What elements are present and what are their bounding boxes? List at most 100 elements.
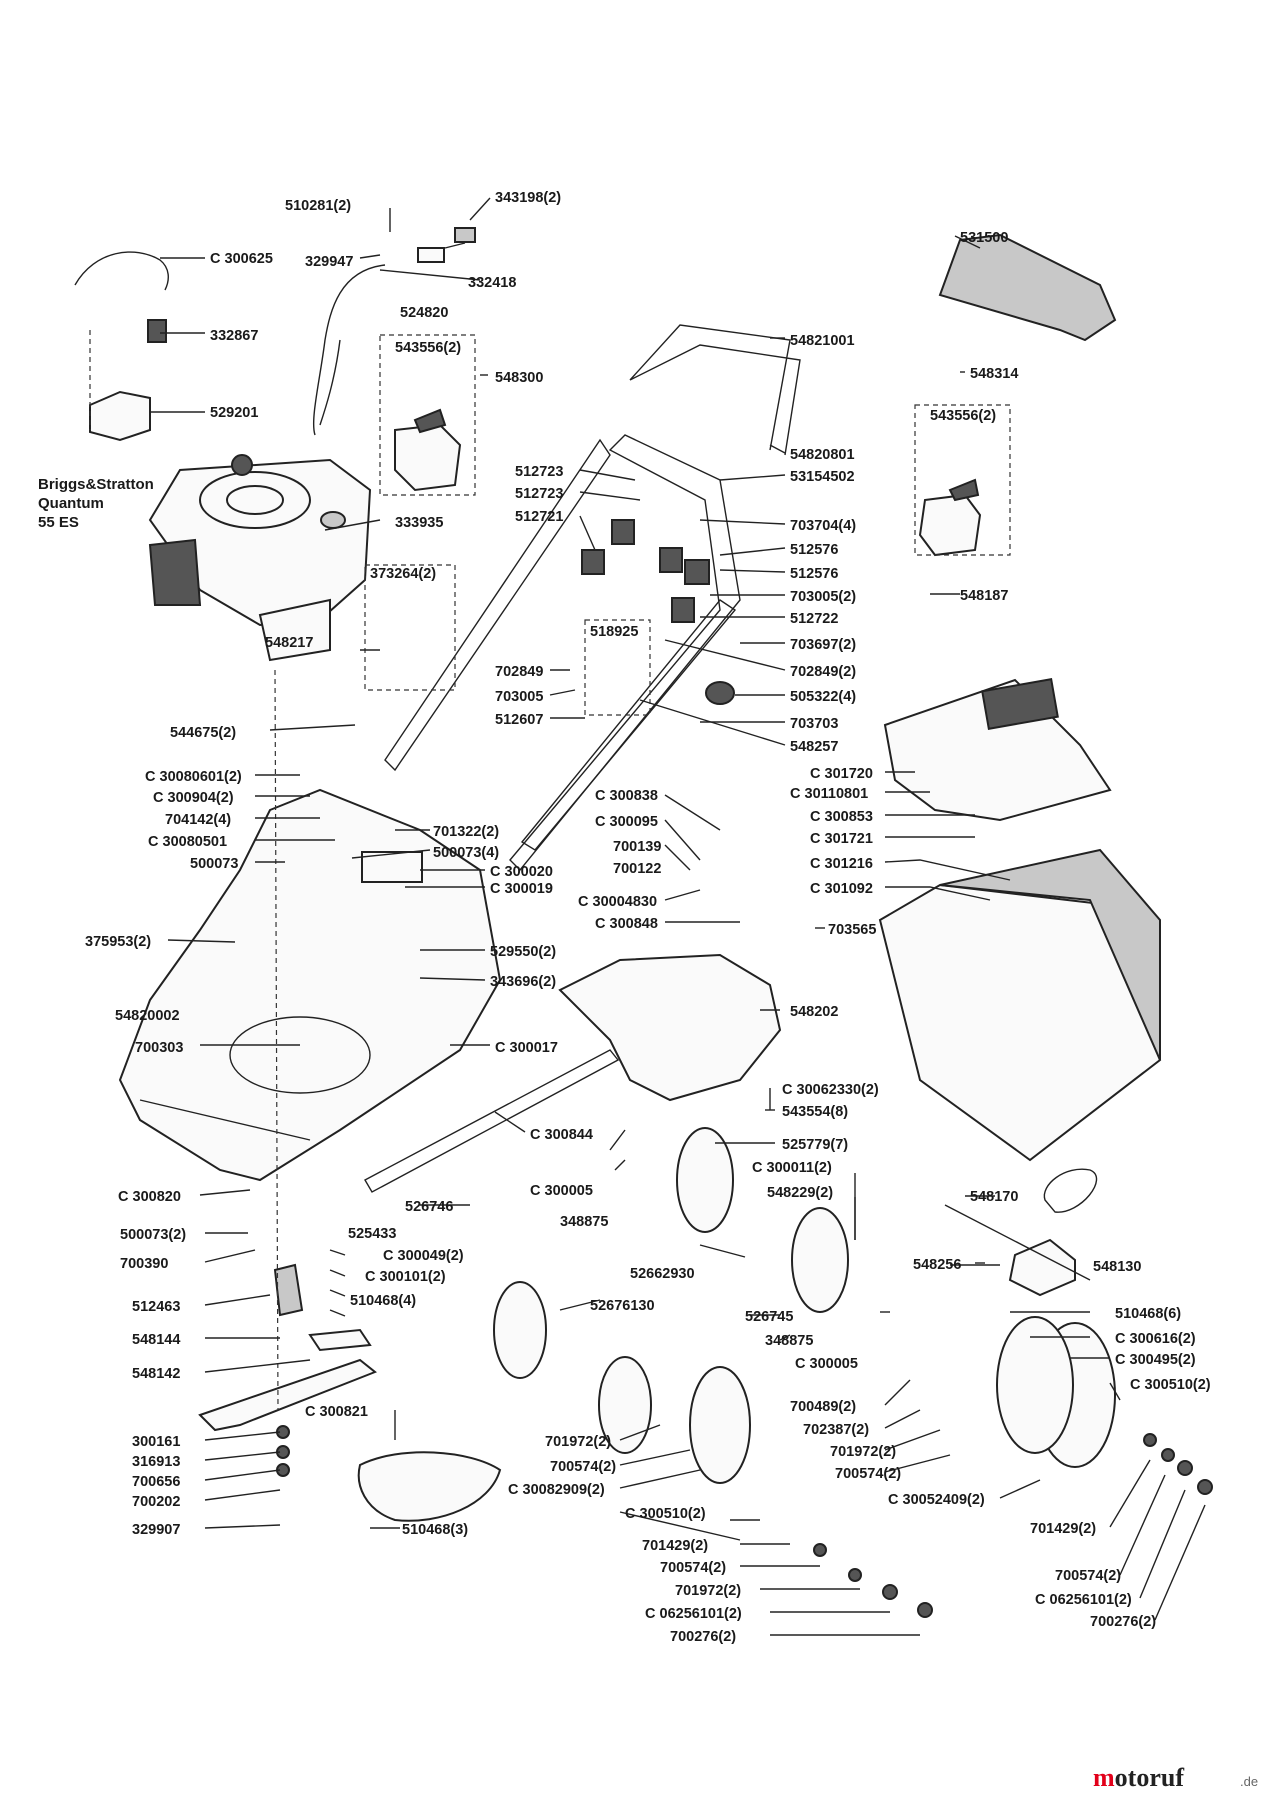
part-label: 702849 bbox=[495, 664, 543, 680]
part-label: C 300095 bbox=[595, 814, 658, 830]
part-label: 700656 bbox=[132, 1474, 180, 1490]
part-label: 316913 bbox=[132, 1454, 180, 1470]
part-label: 544675(2) bbox=[170, 725, 236, 741]
part-label: 701972(2) bbox=[675, 1583, 741, 1599]
part-label: 526746 bbox=[405, 1199, 453, 1215]
part-label: 525779(7) bbox=[782, 1137, 848, 1153]
part-label: 703703 bbox=[790, 716, 838, 732]
part-label: C 300844 bbox=[530, 1127, 593, 1143]
upper-handle-bar-drawing bbox=[629, 324, 801, 456]
part-label: 512576 bbox=[790, 566, 838, 582]
drive-belt-drawing bbox=[1043, 1168, 1098, 1213]
part-label: C 06256101(2) bbox=[645, 1606, 742, 1622]
handle-frame-drawing bbox=[509, 434, 741, 872]
part-label: 505322(4) bbox=[790, 689, 856, 705]
clamp-drawing bbox=[581, 549, 605, 575]
knob-drawing bbox=[705, 681, 735, 705]
washers-drawing bbox=[276, 1425, 1213, 1618]
part-label: 700574(2) bbox=[660, 1560, 726, 1576]
engine-label-line-3: 55 ES bbox=[38, 514, 79, 531]
part-label: 512722 bbox=[790, 611, 838, 627]
axle-bar-drawing bbox=[364, 1049, 620, 1193]
part-labels: 510281(2) 343198(2) C 300625 329947 3324… bbox=[85, 190, 1211, 1645]
part-label: C 300495(2) bbox=[1115, 1352, 1196, 1368]
part-label: 54820002 bbox=[115, 1008, 180, 1024]
part-label: 703005 bbox=[495, 689, 543, 705]
part-label: 704142(4) bbox=[165, 812, 231, 828]
lever-box-right-drawing bbox=[918, 493, 982, 557]
part-label: 343198(2) bbox=[495, 190, 561, 206]
part-label: 548257 bbox=[790, 739, 838, 755]
part-label: 512607 bbox=[495, 712, 543, 728]
part-label: 548202 bbox=[790, 1004, 838, 1020]
part-label: C 30062330(2) bbox=[782, 1082, 879, 1098]
part-label: C 300005 bbox=[530, 1183, 593, 1199]
cable-spring-drawing bbox=[74, 251, 169, 291]
part-label: C 300510(2) bbox=[625, 1506, 706, 1522]
part-label: 543556(2) bbox=[395, 340, 461, 356]
part-label: 548256 bbox=[913, 1257, 961, 1273]
part-label: 329947 bbox=[305, 254, 353, 270]
part-label: 701972(2) bbox=[830, 1444, 896, 1460]
part-label: 333935 bbox=[395, 515, 443, 531]
drive-hub-drawing bbox=[676, 1127, 734, 1233]
part-label: 548187 bbox=[960, 588, 1008, 604]
part-label: 343696(2) bbox=[490, 974, 556, 990]
part-label: 548142 bbox=[132, 1366, 180, 1382]
part-label: 548314 bbox=[970, 366, 1018, 382]
part-label: 512721 bbox=[515, 509, 563, 525]
front-hub-drawing bbox=[493, 1281, 547, 1379]
part-label: 548170 bbox=[970, 1189, 1018, 1205]
part-label: 54820801 bbox=[790, 447, 855, 463]
engine-label-line-1: Briggs&Stratton bbox=[38, 476, 154, 493]
engine-drawing bbox=[148, 454, 372, 662]
grass-bag-drawing bbox=[939, 848, 1161, 1061]
part-label: C 30110801 bbox=[790, 786, 868, 802]
part-label: 701429(2) bbox=[642, 1538, 708, 1554]
part-label: 548130 bbox=[1093, 1259, 1141, 1275]
part-label: 525433 bbox=[348, 1226, 396, 1242]
part-label: C 30082909(2) bbox=[508, 1482, 605, 1498]
part-label: 548300 bbox=[495, 370, 543, 386]
part-label: 373264(2) bbox=[370, 566, 436, 582]
part-label: C 30052409(2) bbox=[888, 1492, 985, 1508]
part-label: 375953(2) bbox=[85, 934, 151, 950]
part-label: 700574(2) bbox=[550, 1459, 616, 1475]
part-label: 329907 bbox=[132, 1522, 180, 1538]
leader-lines bbox=[150, 197, 1206, 1636]
part-label: 531500 bbox=[960, 230, 1008, 246]
part-label: 348875 bbox=[765, 1333, 813, 1349]
part-label: C 301216 bbox=[810, 856, 873, 872]
part-label: 548144 bbox=[132, 1332, 180, 1348]
part-label: 700202 bbox=[132, 1494, 180, 1510]
part-label: C 30080601(2) bbox=[145, 769, 242, 785]
part-label: C 300101(2) bbox=[365, 1269, 446, 1285]
part-label: 702849(2) bbox=[790, 664, 856, 680]
part-label: 332418 bbox=[468, 275, 516, 291]
part-label: 701429(2) bbox=[1030, 1521, 1096, 1537]
part-label: 548229(2) bbox=[767, 1185, 833, 1201]
engine-label-line-2: Quantum bbox=[38, 495, 104, 512]
part-label: 700574(2) bbox=[1055, 1568, 1121, 1584]
part-label: 500073(4) bbox=[433, 845, 499, 861]
part-label: 518925 bbox=[590, 624, 638, 640]
throttle-cable-drawing bbox=[312, 264, 386, 436]
mulch-plate-drawing bbox=[357, 1451, 502, 1522]
part-label: 53154502 bbox=[790, 469, 855, 485]
part-label: 512463 bbox=[132, 1299, 180, 1315]
part-label: 703704(4) bbox=[790, 518, 856, 534]
part-label: 524820 bbox=[400, 305, 448, 321]
part-label: 700489(2) bbox=[790, 1399, 856, 1415]
part-label: 702387(2) bbox=[803, 1422, 869, 1438]
logo-text: motoruf bbox=[1093, 1763, 1184, 1792]
part-label: C 300904(2) bbox=[153, 790, 234, 806]
part-label: C 300853 bbox=[810, 809, 873, 825]
part-label: 526745 bbox=[745, 1309, 793, 1325]
part-label: 500073(2) bbox=[120, 1227, 186, 1243]
part-label: 700276(2) bbox=[670, 1629, 736, 1645]
front-wheel-drawing bbox=[689, 1366, 751, 1484]
logo-m: m bbox=[1093, 1763, 1115, 1792]
part-label: C 301721 bbox=[810, 831, 873, 847]
charger-plug-drawing bbox=[147, 319, 167, 343]
